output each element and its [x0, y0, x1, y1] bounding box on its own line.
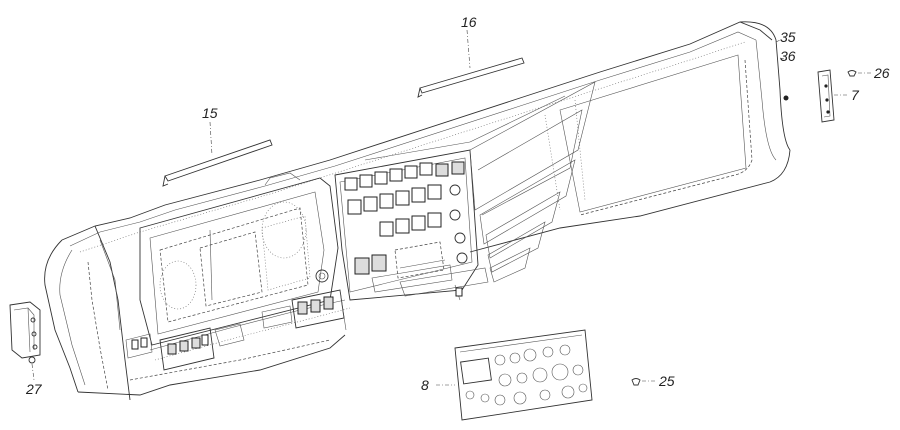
callout-16: 16 [461, 14, 477, 30]
callout-36: 36 [780, 48, 796, 64]
callout-26: 26 [873, 65, 890, 81]
part-25-clip [631, 378, 656, 386]
dashboard-panel [44, 21, 791, 401]
part-7-right-bracket [817, 69, 848, 123]
callout-15: 15 [202, 105, 218, 121]
center-console-switch-panel [334, 149, 479, 301]
part-15-trim-strip [162, 121, 273, 187]
part-16-trim-strip [417, 29, 525, 98]
callout-labels: 15 16 35 36 26 7 27 8 25 [25, 14, 890, 397]
callout-27: 27 [25, 381, 43, 397]
part-26-screw [847, 70, 872, 77]
part-8-cluster-plate [436, 329, 593, 421]
callout-7: 7 [851, 87, 860, 103]
part-27-left-bracket [9, 301, 41, 381]
part-35-36-leaders [775, 39, 789, 61]
callout-8: 8 [421, 377, 429, 393]
exploded-panel-overlays [364, 81, 596, 297]
callout-35: 35 [780, 29, 796, 45]
lower-left-switch-block [125, 323, 245, 371]
callout-25: 25 [658, 373, 675, 389]
